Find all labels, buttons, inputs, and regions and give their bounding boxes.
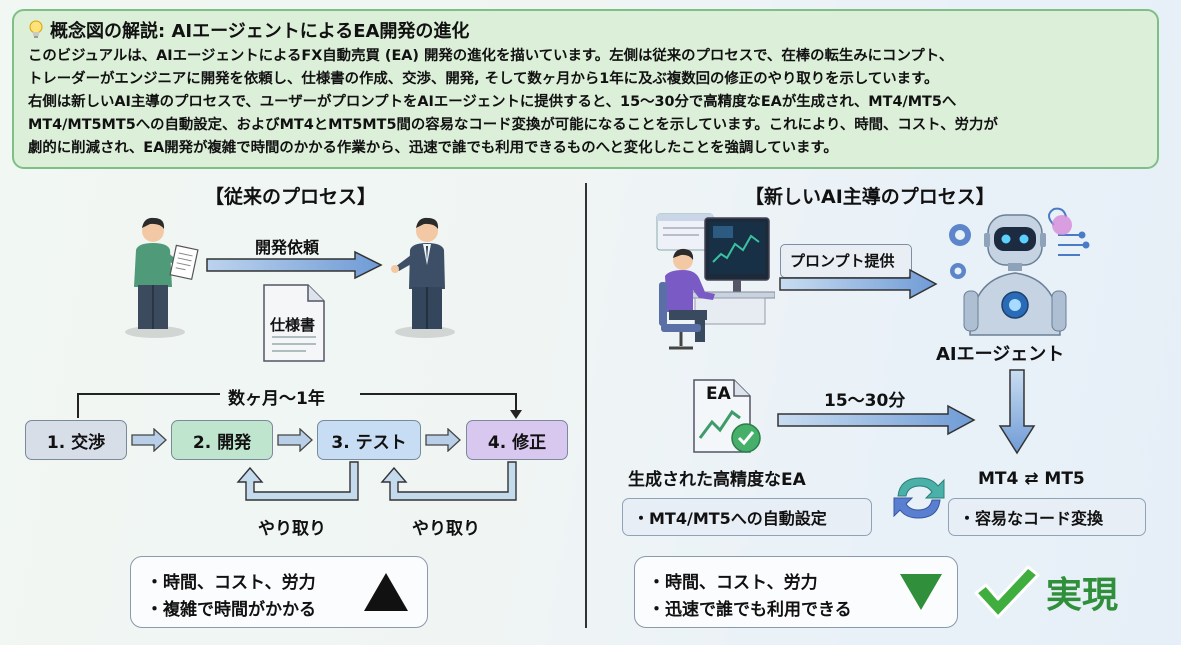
request-label: 開発依頼 (255, 238, 320, 257)
lightbulb-icon (29, 20, 43, 38)
time-arrow (777, 404, 976, 436)
ea-document-icon (693, 379, 761, 453)
step-arrow (277, 428, 313, 452)
explanation-line: 劇的に削減され、EA開発が複雑で時間のかかる作業から、迅速で誰でも利用できるもの… (28, 140, 838, 156)
document-icon (263, 284, 325, 362)
ea-icon-text: EA (706, 384, 731, 404)
ai-agent-label: AIエージェント (936, 344, 1065, 365)
auto-setting-tag: ・MT4/MT5への自動設定 (622, 498, 872, 536)
mt-label: MT4 ⇄ MT5 (978, 469, 1085, 489)
step-arrow (425, 428, 461, 452)
result-label: 実現 (1046, 575, 1119, 616)
exchange-label: やり取り (412, 519, 480, 539)
feedback-loops (236, 461, 517, 501)
right-summary-box (634, 556, 958, 628)
engineer-figure (391, 217, 455, 338)
duration-bracket (77, 393, 522, 419)
left-summary-line: ・時間、コスト、労力 (146, 573, 316, 593)
time-label: 15〜30分 (824, 391, 906, 411)
step-fix: 4. 修正 (466, 420, 568, 460)
right-summary-line: ・迅速で誰でも利用できる (648, 600, 852, 620)
explanation-body: このビジュアルは、AIエージェントによるFX自動売買 (EA) 開発の進化を描い… (28, 45, 1153, 160)
trader-figure (125, 217, 199, 338)
step-test: 3. テスト (317, 420, 421, 460)
right-section-title: 【新しいAI主導のプロセス】 (745, 186, 995, 208)
step-development: 2. 開発 (171, 420, 273, 460)
step-negotiation: 1. 交渉 (25, 420, 127, 460)
explanation-line: 右側は新しいAI主導のプロセスで、ユーザーがプロンプトをAIエージェントに提供す… (28, 94, 957, 110)
document-label: 仕様書 (270, 316, 316, 334)
section-divider (585, 183, 587, 628)
down-triangle-icon (900, 574, 942, 610)
explanation-line: トレーダーがエンジニアに開発を依頼し、仕様書の作成、交渉、開発, そして数ヶ月か… (28, 71, 939, 87)
left-summary-line: ・複雑で時間がかかる (146, 600, 316, 620)
prompt-arrow (779, 268, 938, 300)
duration-label: 数ヶ月〜1年 (228, 389, 325, 409)
explanation-line: このビジュアルは、AIエージェントによるFX自動売買 (EA) 開発の進化を描い… (28, 48, 954, 64)
exchange-label: やり取り (258, 519, 326, 539)
explanation-box (12, 9, 1159, 169)
sync-cycle-icon (893, 477, 945, 519)
explanation-line: MT4/MT5MT5への自動設定、およびMT4とMT5MT5間の容易なコード変換… (28, 117, 998, 133)
explanation-title: 概念図の解説: AIエージェントによるEA開発の進化 (28, 17, 469, 43)
prompt-label-box (780, 244, 912, 278)
ea-label: 生成された高精度なEA (628, 470, 806, 490)
prompt-label: プロンプト提供 (790, 252, 895, 270)
request-arrow (206, 250, 383, 280)
agent-down-arrow (998, 369, 1036, 455)
left-section-title: 【従来のプロセス】 (205, 186, 377, 208)
ai-agent-robot (949, 207, 1090, 336)
checkmark-icon (974, 565, 1040, 619)
right-summary-line: ・時間、コスト、労力 (648, 573, 818, 593)
up-triangle-icon (364, 573, 408, 611)
user-at-computer-figure (656, 213, 775, 350)
step-arrow (131, 428, 167, 452)
explanation-title-text: 概念図の解説: AIエージェントによるEA開発の進化 (50, 21, 470, 42)
conversion-tag: ・容易なコード変換 (948, 498, 1146, 536)
